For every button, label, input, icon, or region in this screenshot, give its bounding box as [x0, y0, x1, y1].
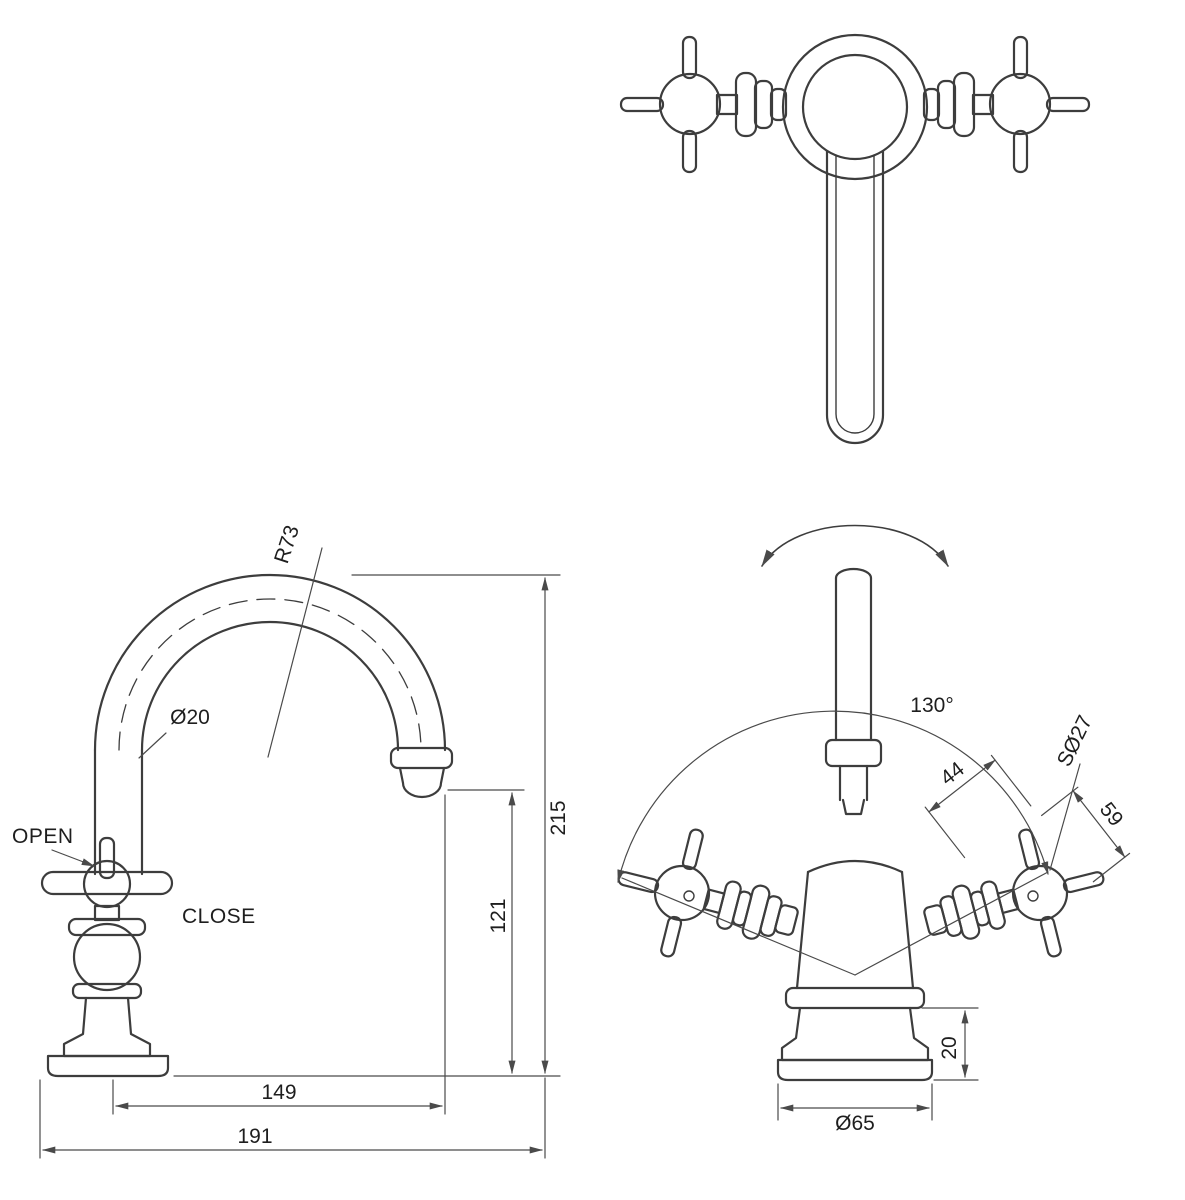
spout-diameter-leader-line	[138, 732, 167, 759]
plan-right-handle	[922, 35, 1091, 174]
side-spout-centerline	[118, 598, 422, 751]
dim-spout-tube-diameter-label: Ø20	[170, 706, 210, 729]
dim-base-diameter-label: Ø65	[835, 1112, 875, 1135]
front-spout-riser	[824, 567, 883, 816]
side-body	[67, 904, 147, 1000]
open-arrow	[51, 849, 95, 867]
close-label: CLOSE	[182, 905, 256, 928]
plan-view	[619, 33, 1091, 445]
side-view	[40, 573, 454, 1078]
dim-base-height-label: 20	[938, 1036, 961, 1059]
dim-handle-sphere-diameter-label: SØ27	[1053, 712, 1097, 770]
side-base	[46, 996, 170, 1078]
plan-body-inner-ring	[801, 53, 909, 161]
dim-handle-length	[924, 754, 1032, 859]
front-swivel-range	[617, 710, 1049, 976]
front-left-handle	[617, 828, 799, 958]
dim-swivel-angle-label: 130°	[910, 694, 953, 717]
front-body	[784, 859, 926, 1010]
radius-leader-line	[267, 547, 323, 758]
front-view	[617, 524, 1120, 1082]
dim-spout-reach-label: 149	[261, 1081, 296, 1104]
rotation-arrow	[761, 524, 949, 568]
side-dimensions	[39, 547, 561, 1159]
front-right-handle	[918, 813, 1120, 959]
plan-spout-outer	[825, 149, 885, 445]
plan-spout-inner	[835, 154, 875, 434]
open-label: OPEN	[12, 825, 74, 848]
plan-left-handle	[619, 35, 788, 174]
handle-sphere-leader-line	[1049, 763, 1081, 871]
swivel-arc	[617, 710, 1049, 883]
dim-spout-radius-label: R73	[270, 523, 304, 567]
side-spout-inner-arc	[140, 620, 400, 752]
front-base	[776, 1006, 934, 1082]
dim-overall-height-label: 215	[547, 800, 570, 835]
dim-overall-projection-label: 191	[237, 1125, 272, 1148]
dim-outlet-height-label: 121	[487, 898, 510, 933]
plan-body-outer-ring	[781, 33, 929, 181]
front-dimensions	[777, 754, 1131, 1121]
side-spout-outer-arc	[93, 573, 447, 752]
side-spout-outlet	[389, 746, 454, 799]
side-handle	[40, 836, 174, 909]
